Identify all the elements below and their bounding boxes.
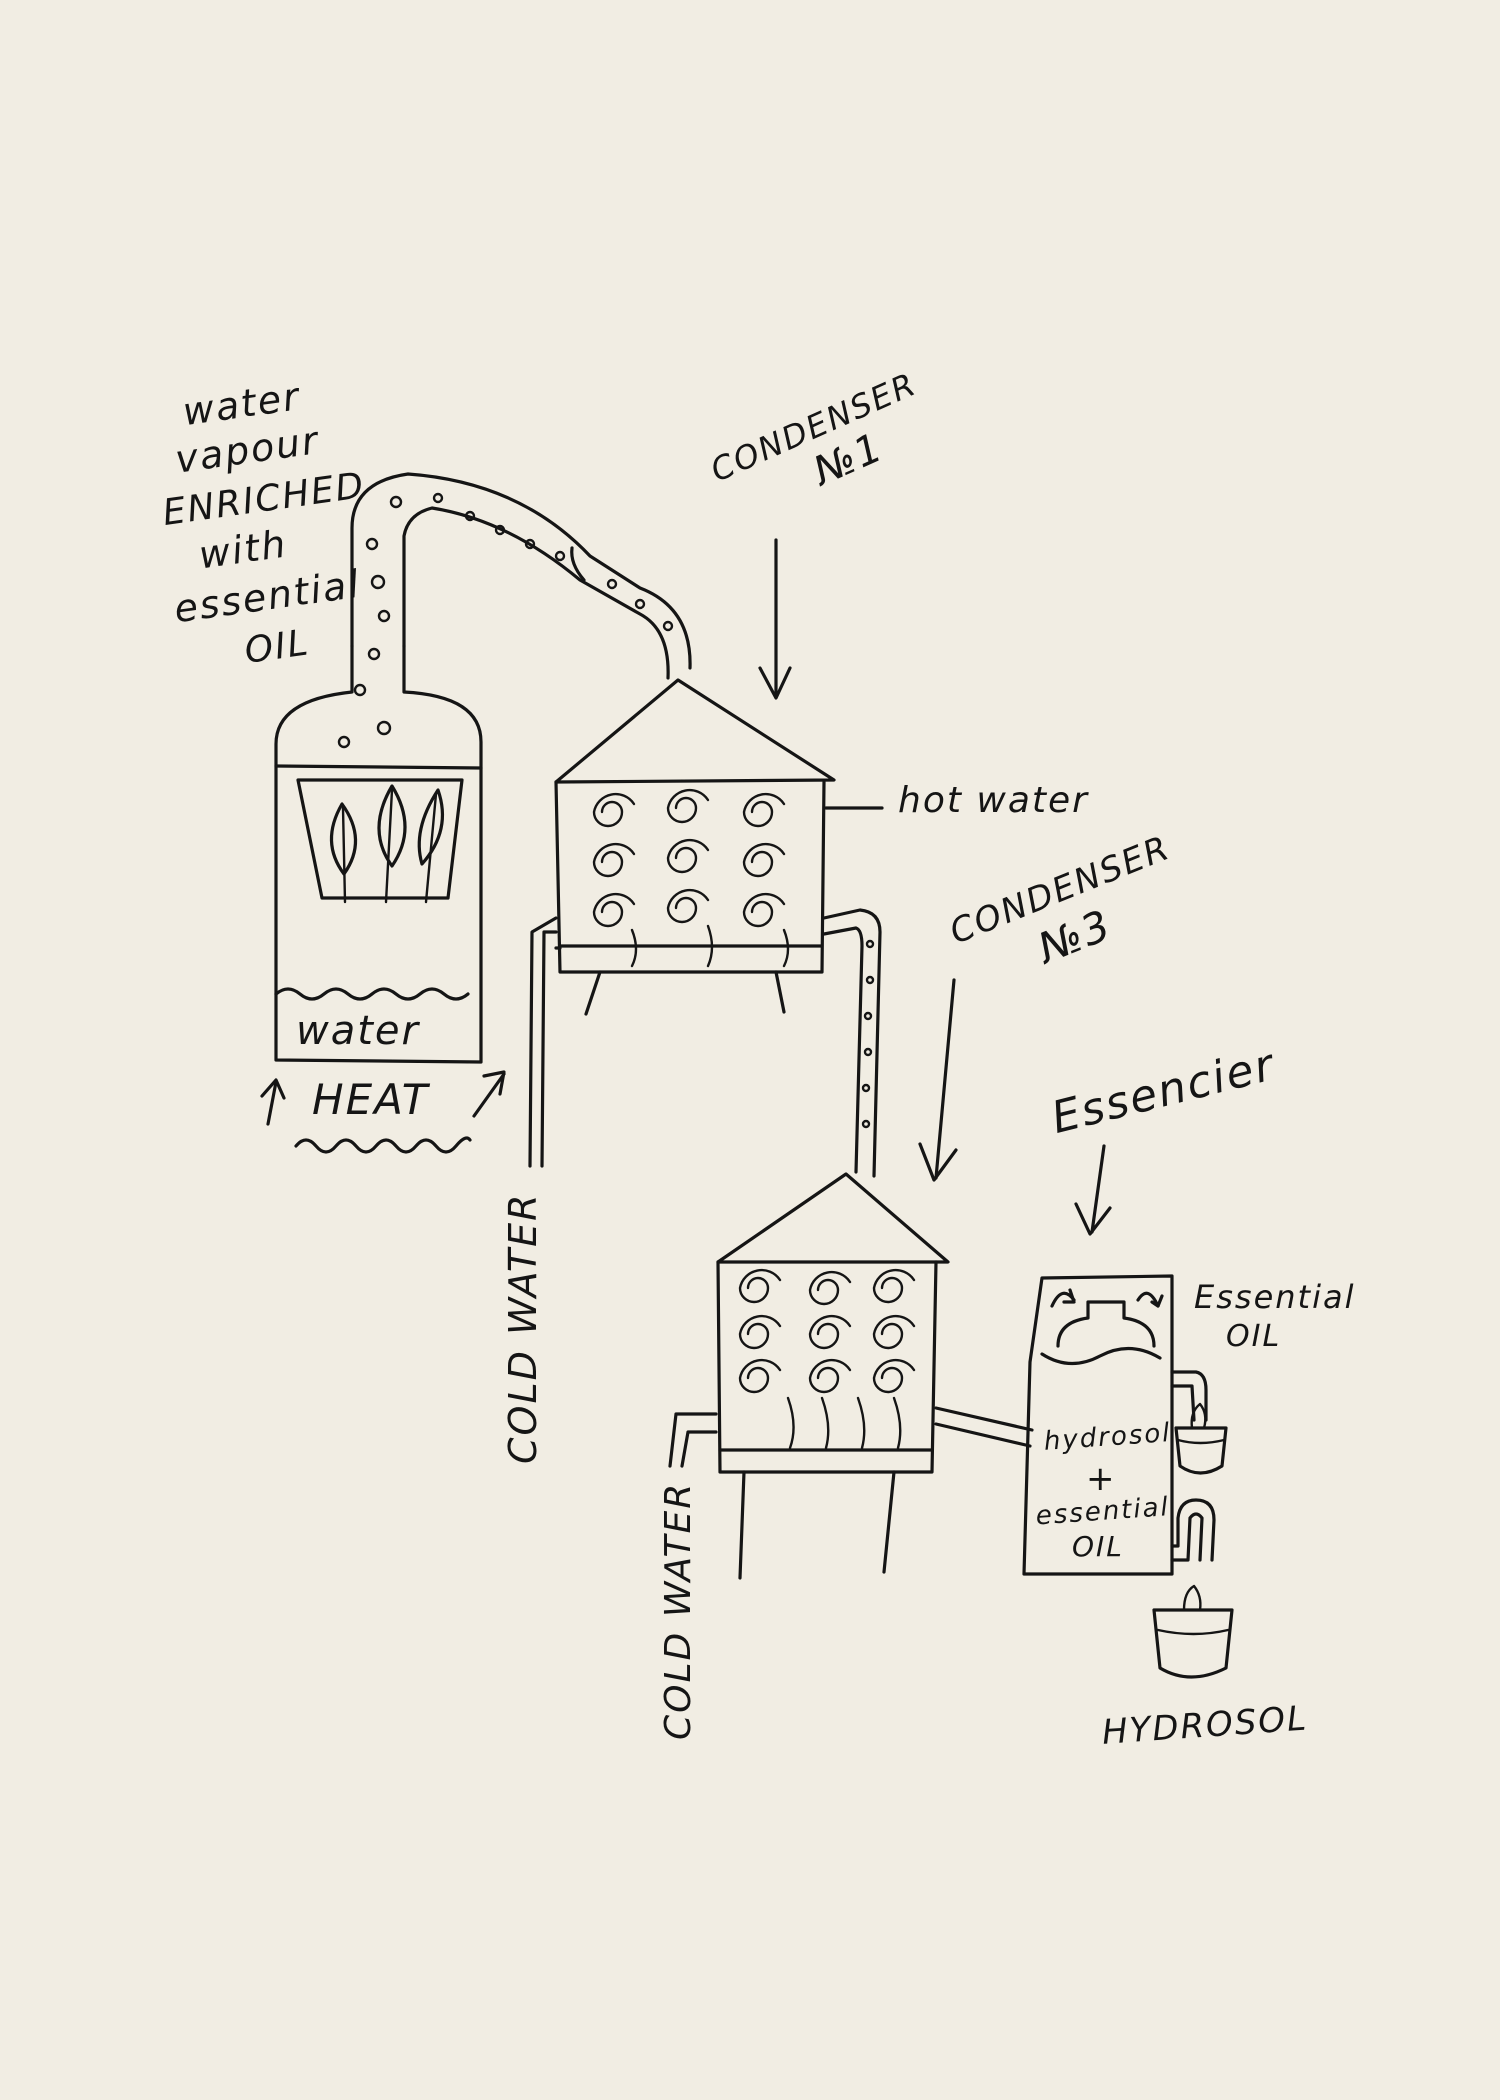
label-essential-oil-line-1: Essential [1194,1278,1355,1316]
essencier-vessel [1022,1274,1174,1576]
label-mixture-line-4: OIL [1072,1530,1124,1563]
label-heat: HEAT [312,1075,431,1124]
label-essential-oil-line-2: OIL [1226,1319,1281,1354]
label-vapour-line-5: essential [171,562,363,632]
condenser-1 [554,678,884,1016]
label-condenser-1: CONDENSER №1 [705,365,922,496]
essencier-arrow-icon [1074,1144,1112,1236]
label-cold-water-1: COLD WATER [501,1193,545,1465]
label-hot-water: hot water [898,780,1089,821]
condenser-3-arrow-icon [918,978,958,1182]
plant-basket [296,778,464,904]
vapour-bubbles [337,492,674,749]
cold-water-pipe-1 [528,916,562,1168]
flame-squiggle [294,1136,472,1154]
label-essencier: Essencier [1047,1039,1282,1144]
label-vapour-line-6: OIL [242,622,312,672]
oil-outlet [1170,1370,1228,1475]
label-vapour-line-4: with [196,521,290,577]
condenser-3-coils [738,1268,916,1450]
connector-pipe [822,908,882,1178]
heat-arrows-icon [260,1070,506,1126]
label-condenser-3: CONDENSER №3 [944,828,1176,974]
label-essential-oil: Essential OIL [1194,1278,1355,1354]
label-cold-water-2: COLD WATER [658,1482,699,1740]
label-hydrosol: HYDROSOL [1101,1699,1309,1753]
condenser-1-arrow-icon [758,538,792,700]
label-mixture-line-3: essential [1035,1492,1171,1531]
hydrosol-outlet [1152,1498,1234,1679]
condenser-3 [668,1172,1034,1580]
label-mixture-line-2: + [1086,1459,1117,1499]
label-mixture: hydrosol + essential OIL [1035,1418,1173,1563]
water-waves [274,987,470,1001]
label-mixture-line-1: hydrosol [1043,1418,1172,1457]
vapour-pipe [350,472,692,680]
condenser-1-coils [592,788,790,968]
still-vessel [274,644,483,1064]
label-condenser-1-line-1: CONDENSER [705,365,922,490]
label-water: water [296,1008,421,1054]
